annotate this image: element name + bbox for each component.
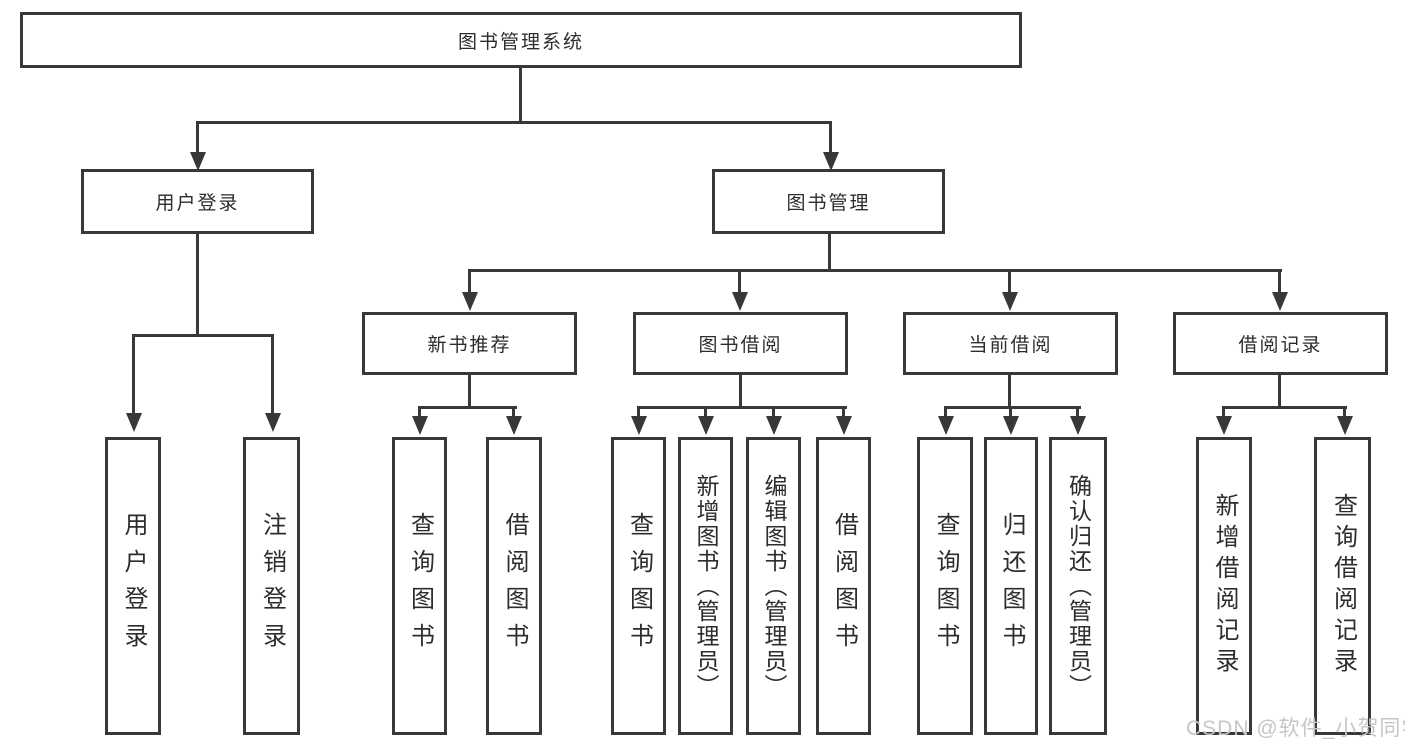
- connector-book-borrow-arrow1-stem: [637, 406, 640, 418]
- connector-book-borrow-arrow2-stem: [704, 406, 707, 418]
- node-book-borrow-label: 图书借阅: [698, 335, 783, 356]
- arrowhead-down-icon: [412, 416, 428, 435]
- arrowhead-down-icon: [766, 416, 782, 435]
- connector-book-borrow-arrow3-stem: [772, 406, 775, 418]
- leaf-current-query-book: 查询图书: [917, 437, 973, 735]
- connector-book-mgmt-stem: [828, 233, 831, 272]
- node-current-borrow-label: 当前借阅: [968, 335, 1053, 356]
- arrowhead-down-icon: [1272, 292, 1288, 311]
- connector-user-login-stem: [196, 233, 199, 336]
- leaf-records-add-record: 新增借阅记录: [1196, 437, 1252, 735]
- connector-book-mgmt-arrow1-stem: [468, 269, 471, 295]
- node-root: 图书管理系统: [20, 12, 1022, 68]
- arrowhead-down-icon: [190, 152, 206, 171]
- leaf-borrow-query-book: 查询图书: [611, 437, 666, 735]
- node-borrow-records: 借阅记录: [1173, 312, 1388, 375]
- arrowhead-down-icon: [1070, 416, 1086, 435]
- connector-book-mgmt-arrow3-stem: [1008, 269, 1011, 295]
- connector-new-book-bar: [418, 406, 517, 409]
- node-book-management-label: 图书管理: [786, 193, 871, 214]
- connector-borrow-records-arrow2-stem: [1343, 406, 1346, 418]
- connector-current-borrow-arrow3-stem: [1076, 406, 1079, 418]
- connector-new-book-arrow2-stem: [512, 406, 515, 418]
- arrowhead-down-icon: [1002, 292, 1018, 311]
- leaf-newbook-borrow-book: 借阅图书: [486, 437, 542, 735]
- node-current-borrow: 当前借阅: [903, 312, 1118, 375]
- arrowhead-down-icon: [1216, 416, 1232, 435]
- connector-current-borrow-arrow1-stem: [944, 406, 947, 418]
- connector-borrow-records-arrow1-stem: [1222, 406, 1225, 418]
- connector-root-arrow-right-stem: [829, 121, 832, 155]
- node-book-borrow: 图书借阅: [633, 312, 848, 375]
- connector-borrow-records-bar: [1222, 406, 1347, 409]
- connector-user-login-arrow1-stem: [132, 334, 135, 415]
- connector-current-borrow-stem: [1008, 373, 1011, 408]
- leaf-records-query-record: 查询借阅记录: [1314, 437, 1371, 735]
- leaf-borrow-edit-book-admin: 编辑图书（管理员）: [746, 437, 801, 735]
- node-user-login: 用户登录: [81, 169, 314, 234]
- leaf-borrow-add-book-admin: 新增图书（管理员）: [678, 437, 733, 735]
- connector-book-borrow-arrow4-stem: [842, 406, 845, 418]
- connector-borrow-records-stem: [1278, 373, 1281, 408]
- arrowhead-down-icon: [265, 413, 281, 432]
- node-book-management: 图书管理: [712, 169, 945, 234]
- node-user-login-label: 用户登录: [155, 193, 240, 214]
- connector-user-login-bar: [132, 334, 274, 337]
- leaf-borrow-borrow-book: 借阅图书: [816, 437, 871, 735]
- leaf-user-login: 用户登录: [105, 437, 161, 735]
- connector-root-bar: [196, 121, 832, 124]
- leaf-logout-login: 注销登录: [243, 437, 300, 735]
- connector-book-borrow-stem: [739, 373, 742, 408]
- connector-book-borrow-bar: [637, 406, 847, 409]
- node-new-book-recommend: 新书推荐: [362, 312, 577, 375]
- arrowhead-down-icon: [938, 416, 954, 435]
- node-borrow-records-label: 借阅记录: [1238, 335, 1323, 356]
- connector-current-borrow-bar: [944, 406, 1081, 409]
- arrowhead-down-icon: [1003, 416, 1019, 435]
- node-new-book-recommend-label: 新书推荐: [427, 335, 512, 356]
- arrowhead-down-icon: [506, 416, 522, 435]
- connector-current-borrow-arrow2-stem: [1009, 406, 1012, 418]
- connector-book-mgmt-arrow2-stem: [738, 269, 741, 295]
- node-root-label: 图书管理系统: [457, 31, 584, 53]
- arrowhead-down-icon: [126, 413, 142, 432]
- connector-root-arrow-left-stem: [196, 121, 199, 155]
- arrowhead-down-icon: [836, 416, 852, 435]
- connector-new-book-stem: [468, 373, 471, 408]
- arrowhead-down-icon: [823, 152, 839, 171]
- leaf-current-return-book: 归还图书: [984, 437, 1038, 735]
- leaf-current-confirm-return-admin: 确认归还（管理员）: [1049, 437, 1107, 735]
- csdn-watermark: CSDN @软件_小贺同学: [1186, 717, 1405, 740]
- connector-book-mgmt-bar: [468, 269, 1282, 272]
- arrowhead-down-icon: [462, 292, 478, 311]
- connector-book-mgmt-arrow4-stem: [1278, 269, 1281, 295]
- connector-root-stem: [519, 66, 522, 123]
- leaf-newbook-query-book: 查询图书: [392, 437, 447, 735]
- connector-user-login-arrow2-stem: [271, 334, 274, 415]
- arrowhead-down-icon: [1337, 416, 1353, 435]
- arrowhead-down-icon: [732, 292, 748, 311]
- connector-new-book-arrow1-stem: [418, 406, 421, 418]
- arrowhead-down-icon: [631, 416, 647, 435]
- arrowhead-down-icon: [698, 416, 714, 435]
